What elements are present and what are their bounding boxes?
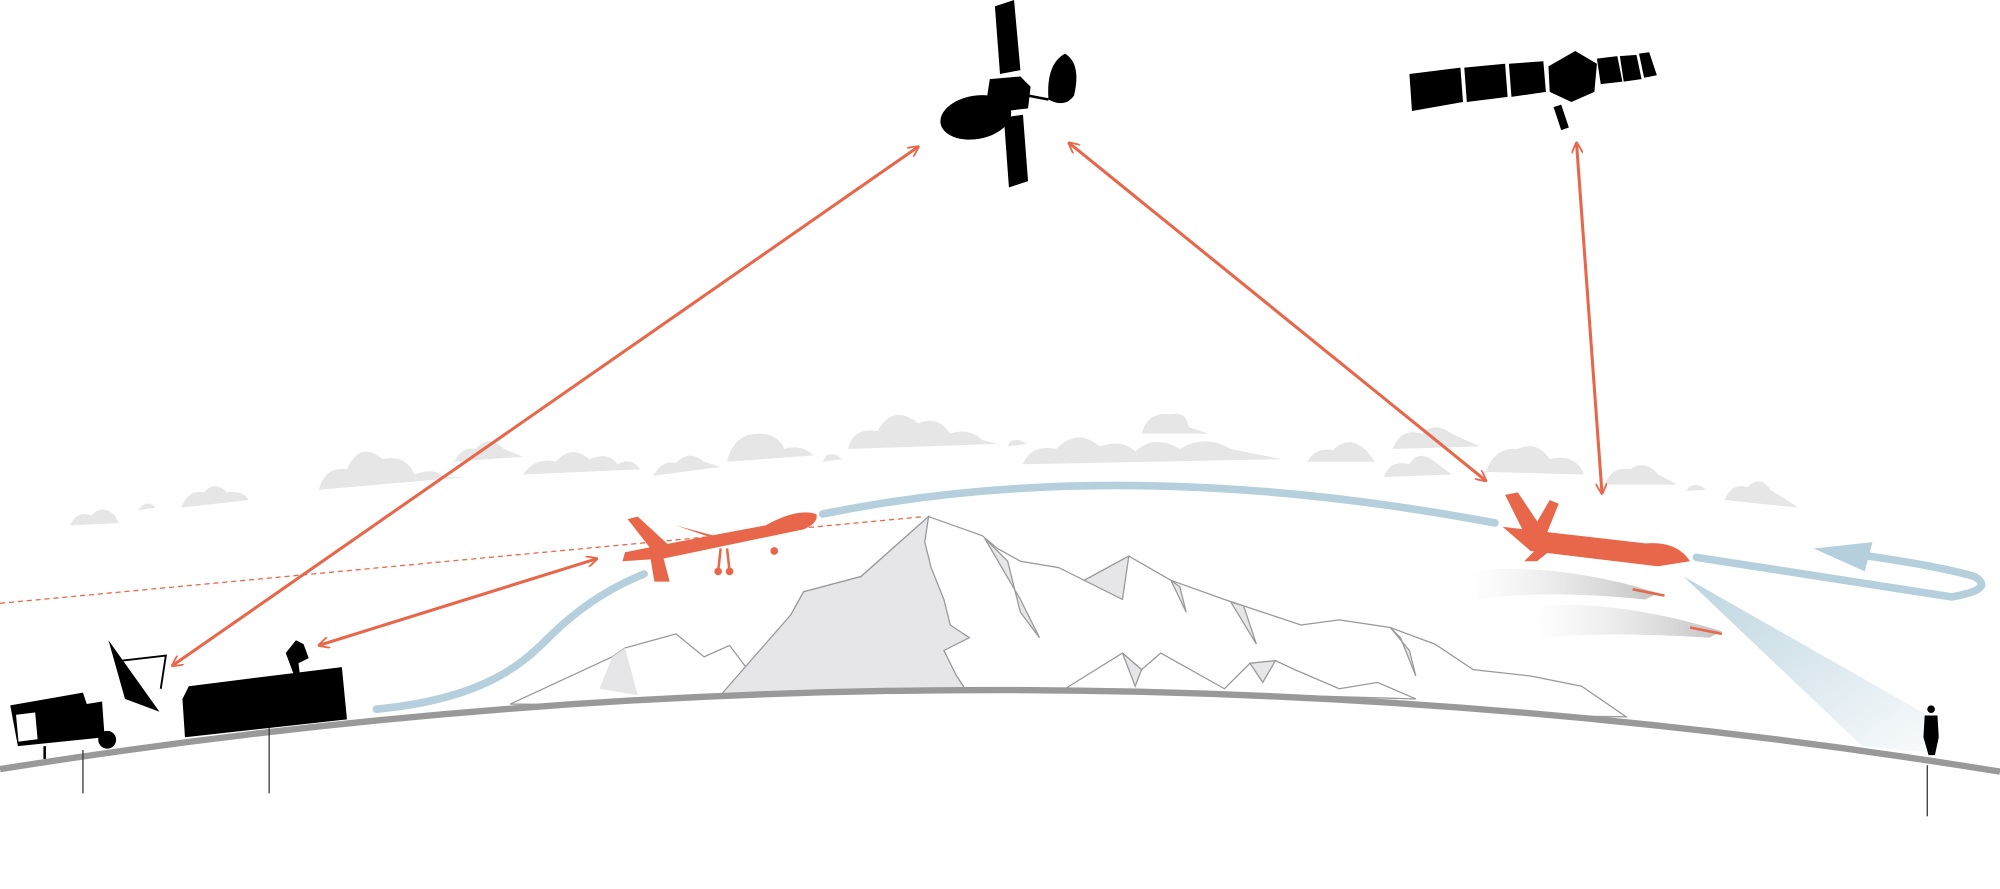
sensor-cone <box>1683 576 1926 753</box>
satellite-dish-truck-icon <box>10 640 167 759</box>
earth-horizon <box>0 686 2000 775</box>
drone-2-icon <box>1502 492 1691 567</box>
callout-lines <box>82 727 1928 817</box>
link-ground-to-satellite <box>172 147 918 666</box>
missile-trails <box>1466 568 1723 638</box>
link-satellite-to-drone <box>1069 143 1486 481</box>
link-satellite2-to-drone <box>1577 143 1603 494</box>
ground-control-station-icon <box>182 640 347 738</box>
ground <box>0 690 2000 889</box>
flight-path-arrowhead <box>1813 542 1873 572</box>
link-station-to-drone <box>319 559 597 646</box>
reconnaissance-satellite-icon <box>1409 51 1657 131</box>
communications-satellite-icon <box>940 0 1077 188</box>
drone-1-icon <box>622 512 817 582</box>
person-target-icon <box>1923 705 1939 756</box>
clouds <box>70 413 1799 526</box>
communication-links <box>172 143 1602 666</box>
